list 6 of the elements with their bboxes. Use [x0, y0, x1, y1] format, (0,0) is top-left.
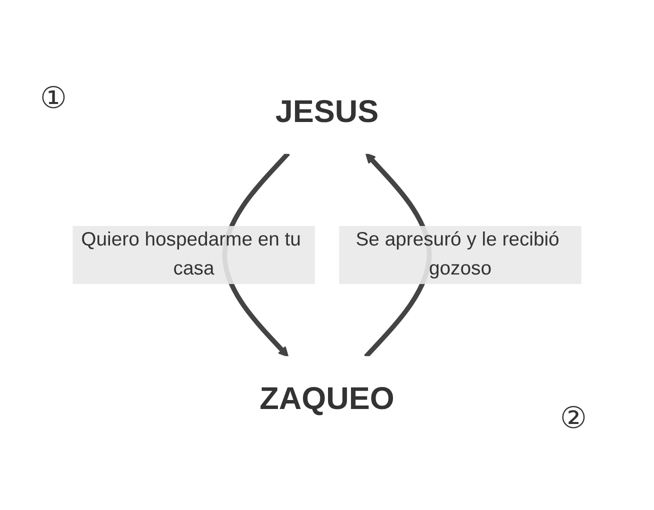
edge-label: Se apresuró y le recibió gozoso [356, 230, 560, 280]
edge-label: Quiero hospedarme en tu casa [81, 230, 301, 280]
node-text: JESUS [275, 92, 379, 130]
callout-number: ② [560, 401, 587, 436]
callout-number: ① [40, 81, 67, 116]
node-text: ZAQUEO [260, 380, 394, 416]
